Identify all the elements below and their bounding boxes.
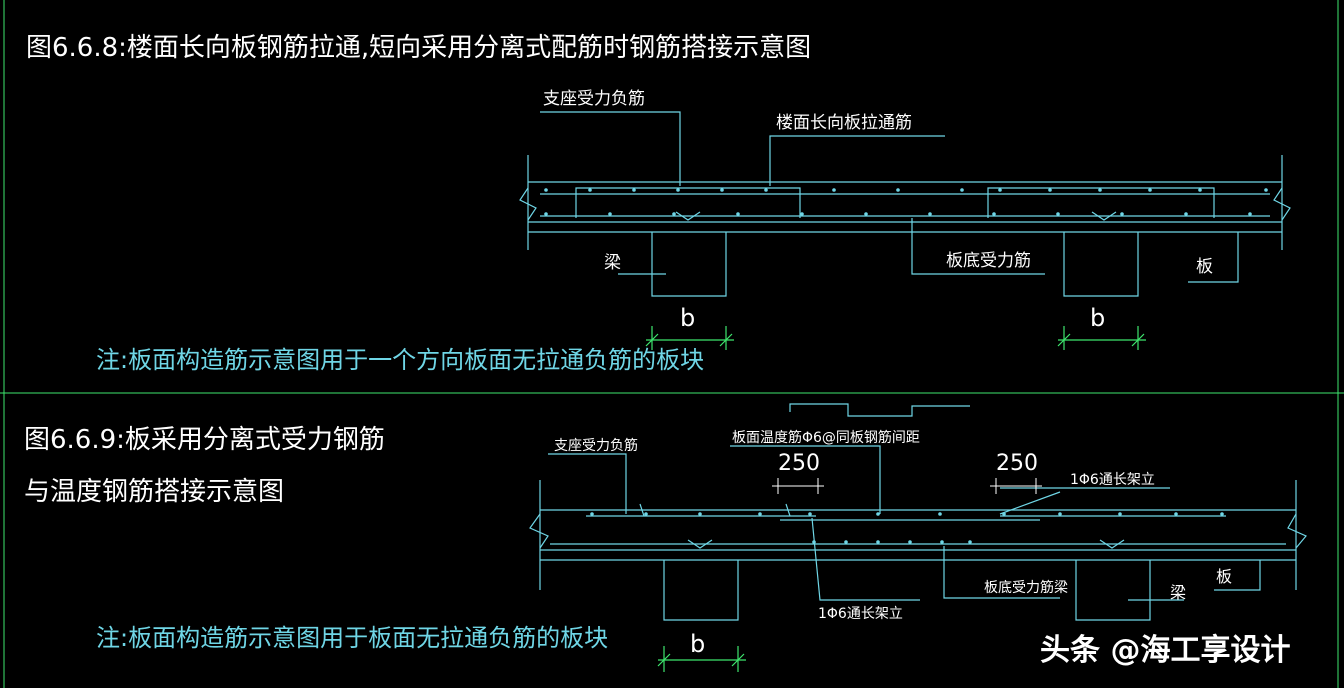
fig2-dim-250-right: 250 [996, 451, 1038, 476]
fig2-label-support-neg: 支座受力负筋 [554, 437, 638, 454]
fig2-dim-b-label: b [690, 630, 705, 658]
fig2-rebar-dots [590, 512, 1224, 544]
fig1-rebar-dots [544, 188, 1268, 216]
fig2-label-bottom-rebar-beam: 板底受力筋梁 [984, 579, 1068, 596]
fig2-note: 注:板面构造筋示意图用于板面无拉通负筋的板块 [96, 624, 608, 652]
fig2-title-line2: 与温度钢筋搭接示意图 [24, 477, 284, 507]
fig1-dimensions [645, 326, 1146, 350]
fig1-label-beam: 梁 [604, 253, 621, 273]
watermark: 头条 @海工享设计 [1040, 633, 1290, 668]
fig2-dim-250-left: 250 [778, 451, 820, 476]
fig2-dim-b [657, 646, 746, 672]
fig1-label-slab: 板 [1196, 257, 1213, 277]
fig2-slab-section [529, 403, 1307, 621]
fig1-label-long-through: 楼面长向板拉通筋 [776, 113, 912, 133]
fig2-label-through-bar-bottom: 1Φ6通长架立 [818, 606, 903, 622]
fig2-dim-250 [772, 478, 1042, 494]
fig2-label-beam: 梁 [1170, 583, 1186, 602]
fig1-dim-b-right: b [1090, 304, 1105, 332]
fig1-dim-b-left: b [680, 304, 695, 332]
fig1-note: 注:板面构造筋示意图用于一个方向板面无拉通负筋的板块 [96, 346, 704, 374]
fig1-label-support-neg: 支座受力负筋 [543, 89, 645, 109]
fig2-title-line1: 图6.6.9:板采用分离式受力钢筋 [24, 425, 385, 455]
fig1-label-bottom-rebar: 板底受力筋 [946, 251, 1031, 271]
fig2-label-slab: 板 [1216, 567, 1232, 586]
fig1-slab-section [519, 111, 1291, 297]
fig2-label-temp-rebar: 板面温度筋Φ6@同板钢筋间距 [732, 429, 920, 446]
fig2-label-through-bar-right: 1Φ6通长架立 [1070, 472, 1155, 488]
fig1-title: 图6.6.8:楼面长向板钢筋拉通,短向采用分离式配筋时钢筋搭接示意图 [26, 33, 811, 63]
